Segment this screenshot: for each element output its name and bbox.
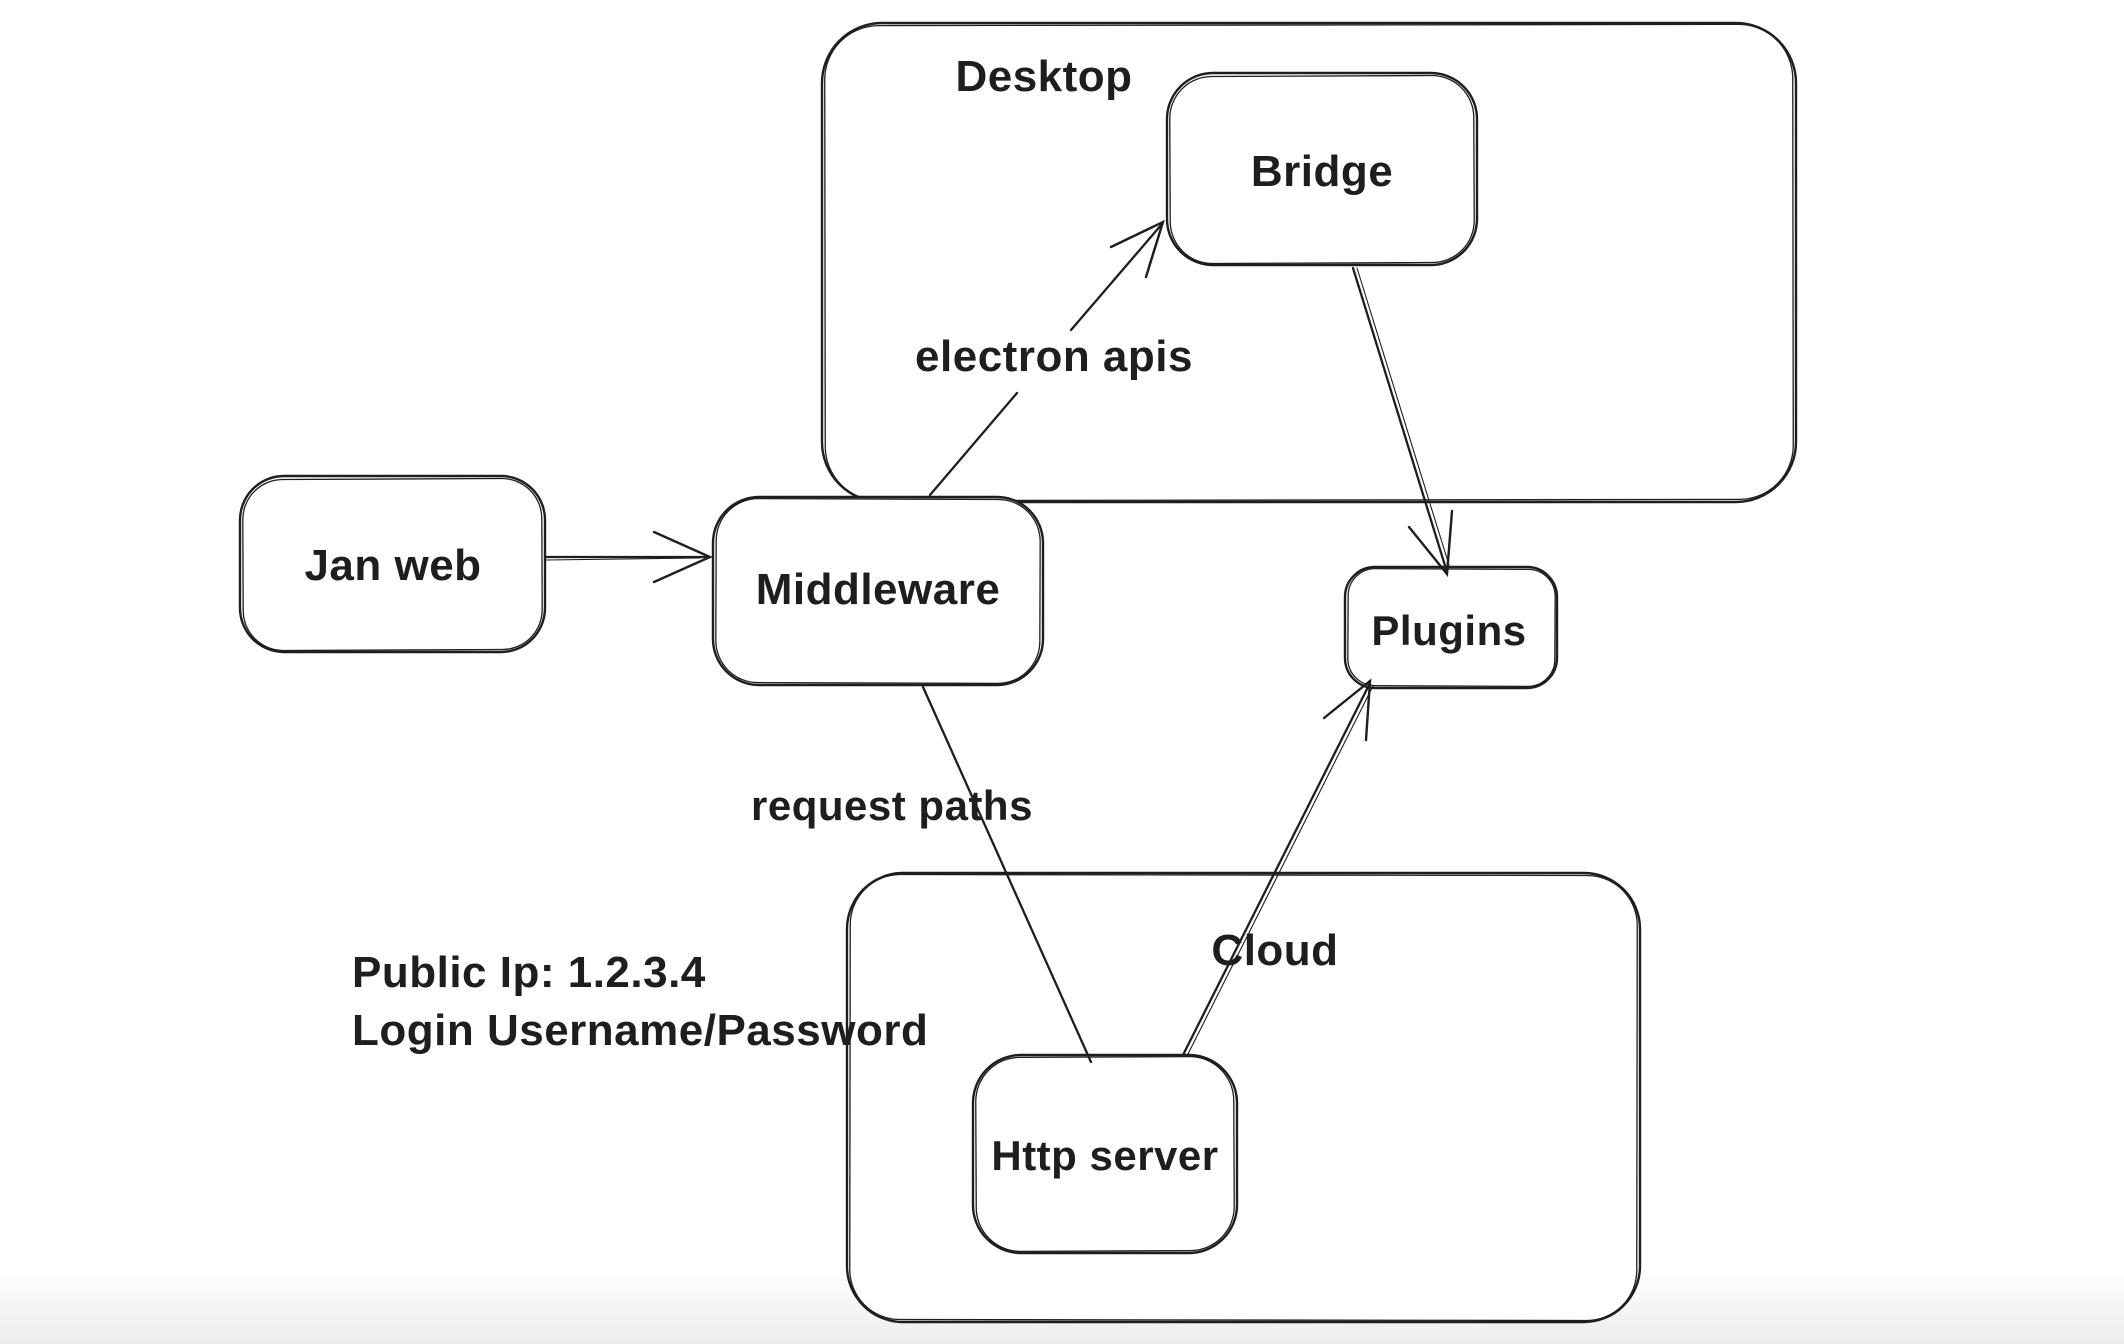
- node-middleware-sketch-echo: [715, 497, 1041, 685]
- node-http-server-label[interactable]: Http server: [991, 1132, 1219, 1179]
- node-plugins[interactable]: [1343, 565, 1559, 690]
- edge-middleware-to-http-server-line: [921, 685, 1093, 1064]
- container-cloud-sketch-echo: [849, 873, 1638, 1322]
- node-middleware[interactable]: [711, 495, 1045, 687]
- edge-middleware-to-bridge-arrowhead: [1109, 219, 1165, 279]
- edge-bridge-to-plugins[interactable]: [1351, 266, 1454, 578]
- node-plugins-outline: [1343, 565, 1559, 690]
- edge-http-server-to-plugins-line-echo: [1186, 685, 1374, 1057]
- edge-bridge-to-plugins-arrowhead: [1407, 509, 1454, 578]
- node-http-server-outline: [971, 1053, 1239, 1255]
- node-jan-web-label[interactable]: Jan web: [304, 541, 482, 590]
- edge-http-server-to-plugins-arrowhead: [1322, 678, 1372, 742]
- annotation-line-2: Login Username/Password: [352, 1006, 929, 1055]
- edge-middleware-to-bridge-echo: [1147, 229, 1161, 269]
- node-bridge[interactable]: [1165, 71, 1479, 267]
- node-bridge-outline: [1165, 71, 1479, 267]
- node-http-server[interactable]: [971, 1053, 1239, 1255]
- edge-middleware-to-bridge[interactable]: [928, 219, 1165, 497]
- edge-middleware-to-bridge-line-upper: [1069, 222, 1164, 332]
- node-bridge-sketch-echo: [1169, 74, 1475, 265]
- edge-http-server-to-plugins-line: [1181, 681, 1372, 1057]
- edge-label-electron-apis[interactable]: electron apis: [915, 332, 1193, 381]
- node-jan-web-outline: [238, 474, 547, 654]
- edge-bridge-to-plugins-line: [1351, 266, 1449, 574]
- node-bridge-label[interactable]: Bridge: [1250, 147, 1394, 196]
- edge-http-server-to-plugins[interactable]: [1181, 678, 1374, 1057]
- edge-middleware-to-http-server[interactable]: [921, 685, 1093, 1064]
- edge-middleware-to-bridge-line-lower: [928, 391, 1019, 497]
- annotation-public-ip[interactable]: Public Ip: 1.2.3.4 Login Username/Passwo…: [352, 944, 928, 1060]
- node-middleware-outline: [711, 495, 1045, 687]
- edge-jan-web-to-middleware-line-echo: [545, 557, 701, 561]
- container-desktop-sketch-echo: [824, 23, 1794, 502]
- node-jan-web-sketch-echo: [242, 477, 543, 652]
- container-desktop-label[interactable]: Desktop: [955, 52, 1133, 101]
- edge-jan-web-to-middleware[interactable]: [543, 530, 713, 584]
- edge-label-request-paths[interactable]: request paths: [751, 782, 1033, 829]
- node-middleware-label[interactable]: Middleware: [755, 565, 1001, 614]
- node-plugins-sketch-echo: [1347, 567, 1556, 688]
- node-http-server-sketch-echo: [975, 1055, 1235, 1253]
- container-cloud-label[interactable]: Cloud: [1211, 926, 1339, 975]
- edge-jan-web-to-middleware-arrowhead: [652, 530, 713, 584]
- node-plugins-label[interactable]: Plugins: [1371, 607, 1527, 654]
- annotation-line-1: Public Ip: 1.2.3.4: [352, 948, 706, 997]
- node-jan-web[interactable]: [238, 474, 547, 654]
- edge-bridge-to-plugins-line-echo: [1356, 267, 1450, 566]
